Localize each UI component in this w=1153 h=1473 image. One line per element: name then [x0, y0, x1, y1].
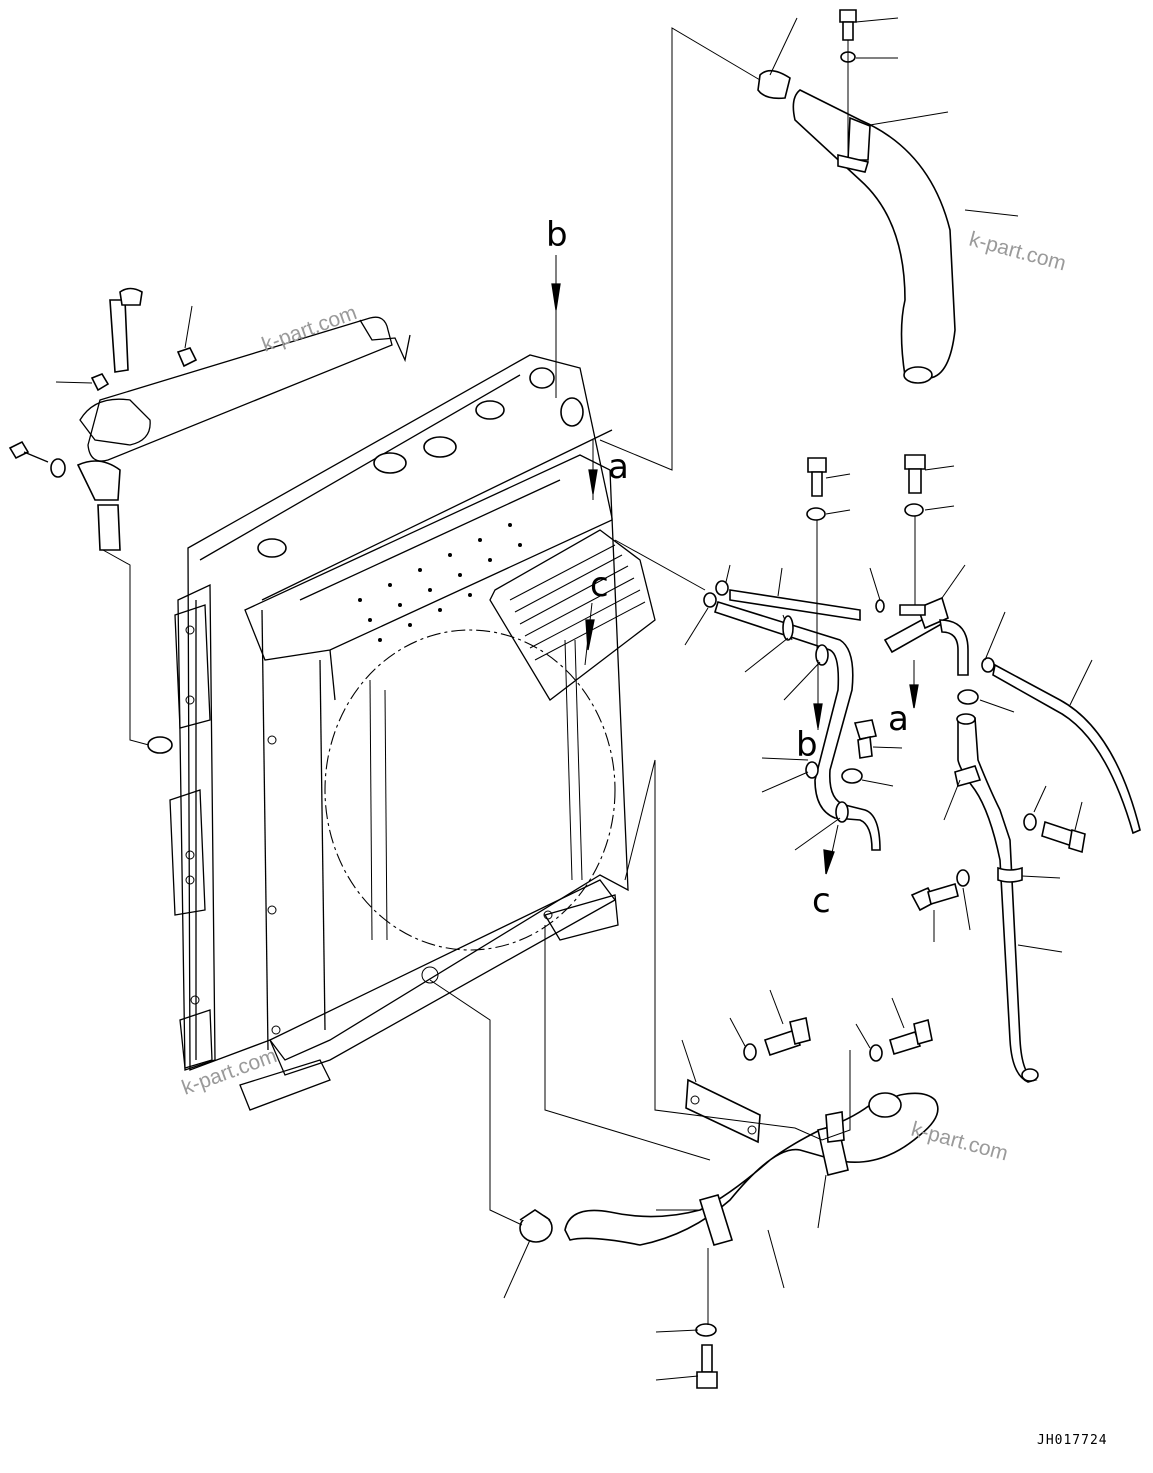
watermark-top-left: k-part.com: [259, 301, 360, 357]
callout-c-radiator: c: [590, 565, 609, 605]
right-mid-tubes: [614, 457, 903, 851]
callout-b-right: b: [796, 725, 818, 765]
watermark-bottom-left: k-part.com: [179, 1044, 280, 1100]
callout-a-right: a: [888, 699, 909, 739]
right-lower-hose: [910, 689, 1086, 1083]
callout-b-top: b: [546, 215, 568, 255]
drawing-code: JH017724: [1037, 1433, 1108, 1448]
callout-a-radiator: a: [608, 447, 629, 487]
watermark-top-right: k-part.com: [967, 228, 1069, 276]
upper-right-hose: [599, 9, 1019, 471]
callout-c-right: c: [812, 881, 831, 921]
callout-arrows: [551, 255, 919, 875]
right-bracket-tube: [869, 454, 1141, 835]
watermark-bottom-right: k-part.com: [909, 1118, 1011, 1166]
lower-hose-assembly: [429, 759, 939, 1389]
radiator-assembly: [169, 354, 656, 1111]
upper-left-pipe-assembly: [8, 287, 411, 754]
